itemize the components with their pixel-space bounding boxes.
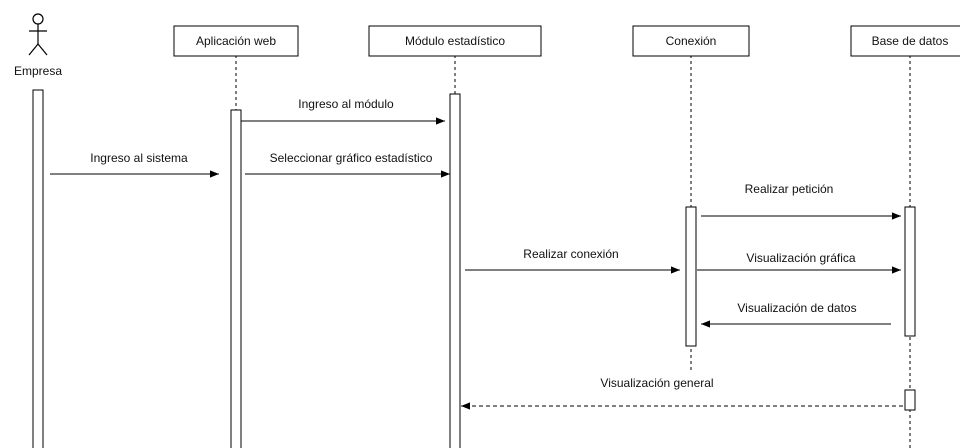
message-realizar-peticion: Realizar petición — [701, 182, 901, 220]
participant-box — [368, 25, 542, 57]
message-ingreso-al-modulo: Ingreso al módulo — [241, 97, 445, 125]
activation-empresa — [32, 89, 44, 448]
actor-left-leg — [28, 43, 39, 56]
message-label: Realizar conexión — [523, 247, 618, 261]
message-visualizacion-general: Visualización general — [461, 376, 903, 410]
participant-label: Base de datos — [872, 34, 949, 48]
message-label: Visualización general — [600, 376, 713, 390]
message-seleccionar-grafico: Seleccionar gráfico estadístico — [245, 151, 450, 178]
message-label: Ingreso al sistema — [90, 151, 188, 165]
participant-aplicacion-web: Aplicación web — [173, 25, 299, 57]
activation-base-de-datos-return — [904, 389, 916, 411]
actor-right-leg — [37, 43, 48, 56]
activation-aplicacion-web — [230, 109, 242, 448]
participant-box — [173, 25, 299, 57]
activation-base-de-datos — [904, 206, 916, 337]
message-visualizacion-grafica: Visualización gráfica — [697, 251, 901, 274]
message-visualizacion-de-datos: Visualización de datos — [701, 301, 891, 328]
participant-conexion: Conexión — [632, 25, 750, 57]
message-ingreso-al-sistema: Ingreso al sistema — [50, 151, 219, 178]
actor-empresa: Empresa — [14, 13, 62, 78]
message-label: Ingreso al módulo — [298, 97, 394, 111]
participant-modulo-estadistico: Módulo estadístico — [368, 25, 542, 57]
message-label: Visualización gráfica — [746, 251, 855, 265]
participant-base-de-datos: Base de datos — [850, 25, 960, 57]
participant-label: Módulo estadístico — [405, 34, 505, 48]
message-label: Seleccionar gráfico estadístico — [270, 151, 433, 165]
actor-label: Empresa — [14, 64, 62, 78]
actor-head — [32, 13, 44, 25]
participant-box — [850, 25, 960, 57]
participant-label: Aplicación web — [196, 34, 276, 48]
message-label: Visualización de datos — [737, 301, 856, 315]
participant-label: Conexión — [666, 34, 717, 48]
message-label: Realizar petición — [745, 182, 834, 196]
activation-conexion — [685, 206, 697, 347]
participant-box — [632, 25, 750, 57]
activation-modulo-estadistico — [449, 93, 461, 448]
message-realizar-conexion: Realizar conexión — [465, 247, 680, 274]
